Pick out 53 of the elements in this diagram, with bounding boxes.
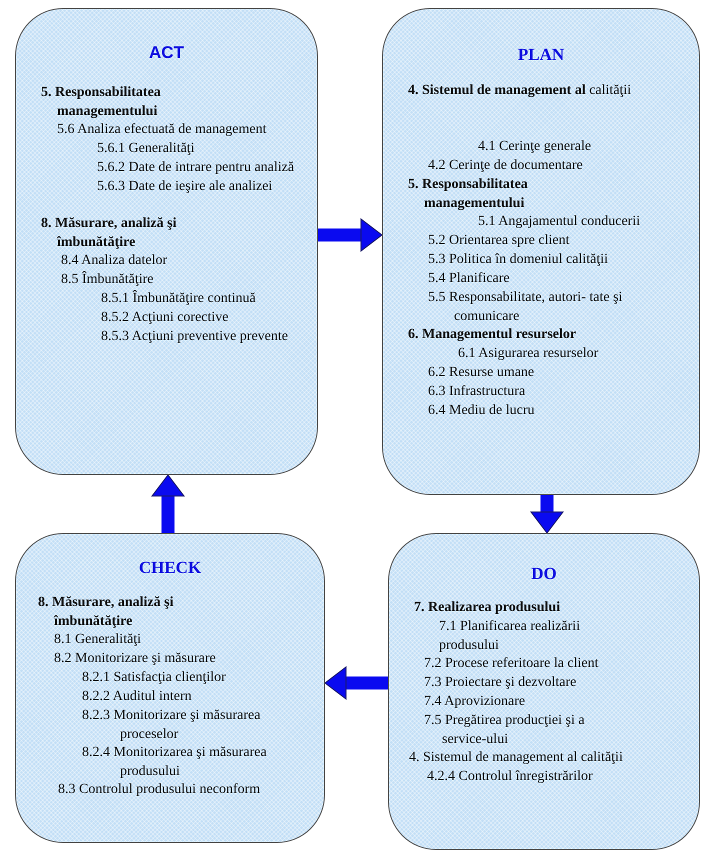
- rounded-box: [382, 8, 700, 495]
- clause-item: 6.1 Asigurarea resurselor: [458, 345, 600, 363]
- clause-item: 8.2 Monitorizare şi măsurare: [54, 650, 217, 668]
- section-heading: 5. Responsabilitatea managementului: [41, 84, 162, 120]
- clause-item: 4. Sistemul de management al calităţii: [408, 82, 632, 100]
- clause-item: 8.2.4 Monitorizarea şi măsurarea produsului: [82, 744, 268, 780]
- clause-item: 8.5.1 Îmbunătăţire continuă: [101, 290, 257, 308]
- rounded-box: [388, 533, 700, 850]
- rounded-box: [15, 533, 325, 843]
- section-heading: 8. Măsurare, analiză şi îmbunătăţire: [38, 594, 174, 630]
- clause-item: 6.4 Mediu de lucru: [428, 402, 536, 420]
- phase-heading: ACT: [148, 43, 185, 63]
- clause-item: 7.3 Proiectare şi dezvoltare: [424, 674, 578, 692]
- clause-item: 5.6.2 Date de intrare pentru analiză: [97, 159, 296, 177]
- clause-item: 8.2.2 Auditul intern: [82, 688, 193, 706]
- clause-item: 8.2.1 Satisfacţia clienţilor: [82, 669, 227, 687]
- clause-item: 7.5 Pregătirea producţiei şi a service-ului: [424, 712, 586, 748]
- section-heading: 5. Responsabilitatea managementului: [408, 176, 529, 212]
- clause-item: 8.1 Generalităţi: [54, 631, 142, 649]
- block-arrow: [324, 666, 388, 700]
- clause-item: 8.2.3 Monitorizare şi măsurarea proceselor: [82, 707, 262, 744]
- section-heading: 7. Realizarea produsului: [414, 599, 562, 617]
- phase-heading: PLAN: [516, 45, 566, 65]
- clause-item: 8.3 Controlul produsului neconform: [58, 781, 262, 799]
- clause-item: 8.4 Analiza datelor: [61, 252, 168, 270]
- clause-item: 8.5 Îmbunătăţire: [61, 271, 155, 289]
- clause-item: 5.6.1 Generalităţi: [97, 140, 196, 158]
- clause-item: 7.1 Planificarea realizării produsului: [439, 618, 582, 654]
- block-arrow: [152, 474, 184, 533]
- clause-item: 8.5.2 Acţiuni corective: [101, 309, 230, 327]
- clause-item: 5.1 Angajamentul conducerii: [478, 213, 642, 231]
- clause-item: 5.5 Responsabilitate, autori- tate şi comunicare: [428, 289, 624, 326]
- clause-item: 7.2 Procese referitoare la client: [424, 655, 600, 673]
- clause-item: 4.2 Cerinţe de documentare: [428, 157, 584, 175]
- clause-item: 6.3 Infrastructura: [428, 383, 526, 401]
- clause-item: 5.6 Analiza efectuată de management: [57, 121, 268, 139]
- clause-item: 4.1 Cerinţe generale: [478, 138, 592, 156]
- phase-heading: CHECK: [138, 558, 202, 578]
- section-heading: 8. Măsurare, analiză şi îmbunătăţire: [41, 215, 178, 252]
- clause-item: 5.4 Planificare: [428, 270, 511, 288]
- clause-item: 8.5.3 Acţiuni preventive prevente: [101, 328, 289, 346]
- block-arrow: [530, 495, 564, 534]
- clause-item: 7.4 Aprovizionare: [424, 693, 526, 711]
- clause-item: 5.2 Orientarea spre client: [428, 232, 570, 250]
- clause-item: 4.2.4 Controlul înregistrărilor: [427, 768, 594, 786]
- clause-item: 4. Sistemul de management al calităţii: [409, 749, 624, 767]
- block-arrow: [318, 218, 382, 252]
- clause-item: 5.6.3 Date de ieşire ale analizei: [97, 178, 274, 196]
- clause-item: 6.2 Resurse umane: [428, 364, 536, 382]
- clause-item: 5.3 Politica în domeniul calităţii: [428, 251, 610, 269]
- section-heading: 6. Managementul resurselor: [408, 326, 578, 344]
- rounded-box: [15, 8, 318, 475]
- phase-heading: DO: [530, 564, 558, 584]
